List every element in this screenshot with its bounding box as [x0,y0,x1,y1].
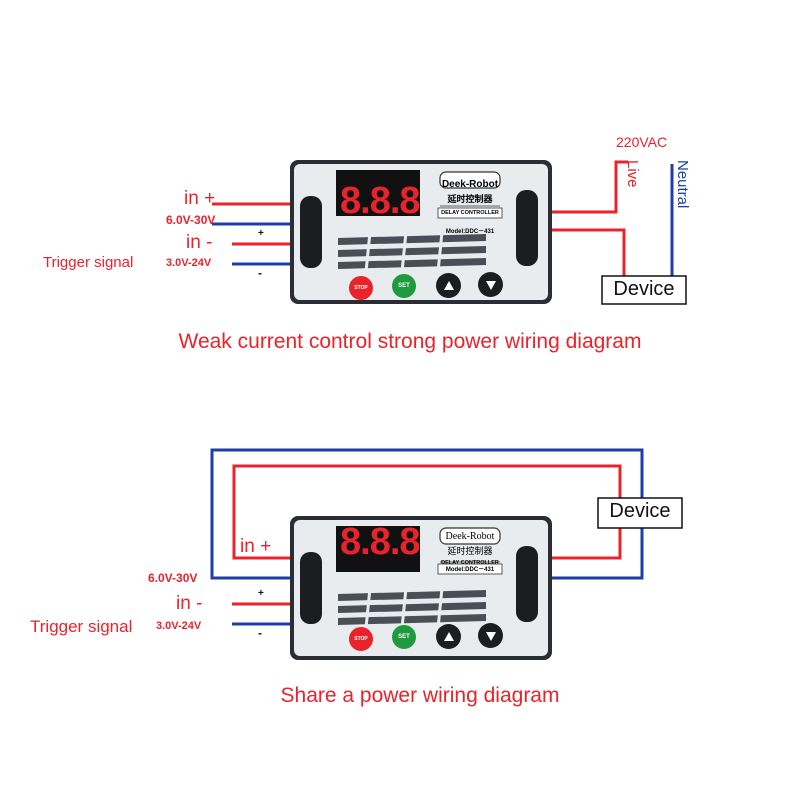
triangle-up-icon [443,280,454,290]
plus-mark-1: + [258,228,264,239]
segment-display: 8.8.8 [340,180,420,222]
label-trigger-voltage-2: 3.0V-24V [156,620,202,632]
diagram-2 [210,448,683,662]
module-1-face: 8.8.8 Deek-Robot 延时控制器 DELAY CONTROLLER [340,179,499,222]
label-trigger-2: Trigger signal [30,617,133,636]
wire-live-1 [548,160,628,214]
label-live: Live [624,160,641,188]
model-label-2: Model:DDC－431 [445,567,495,573]
wire-live-device-1 [548,228,626,280]
up-button-2[interactable] [436,624,461,649]
caption-diagram-1: Weak current control strong power wiring… [178,330,642,353]
triangle-down-icon [485,631,496,641]
minus-mark-1: - [258,266,262,280]
minus-mark-2: - [258,626,262,640]
label-trigger-1: Trigger signal [43,254,134,271]
brand-label: Deek-Robot [442,179,499,190]
plus-mark-2: + [258,588,264,599]
up-button-1[interactable] [436,273,461,298]
stop-button-2[interactable]: STOP [349,627,373,651]
set-button-1[interactable]: SET [392,274,416,298]
label-neutral: Neutral [674,160,691,209]
stop-button-1[interactable]: STOP [349,276,373,300]
label-in-plus-1: in + [184,188,216,209]
device-box-1 [601,275,687,305]
caption-diagram-2: Share a power wiring diagram [280,684,560,707]
label-220vac: 220VAC [616,134,668,150]
wire-shared-positive-2 [232,464,622,560]
segment-display-2: 8.8.8 [340,521,421,563]
down-button-1[interactable] [478,272,503,297]
label-power-voltage-2: 6.0V-30V [148,571,198,585]
wire-shared-negative-2 [210,448,644,580]
triangle-down-icon [485,280,496,290]
label-in-minus-1: in - [186,232,213,253]
label-in-minus-2: in - [176,593,203,614]
label-device-2: Device [609,500,671,522]
label-device-1: Device [613,278,675,300]
product-name-2: DELAY CONTROLLER [441,560,499,566]
label-in-plus-2: in + [240,536,272,557]
chinese-name-2: 延时控制器 [447,546,493,556]
device-box-2 [597,497,683,529]
brand-label-2: Deek-Robot [445,531,495,542]
diagram-1 [212,158,687,306]
down-button-2[interactable] [478,623,503,648]
label-trigger-voltage-1: 3.0V-24V [166,257,212,269]
triangle-up-icon [443,631,454,641]
product-name: DELAY CONTROLLER [441,210,499,216]
label-power-voltage-1: 6.0V-30V [166,213,216,227]
model-label-1: Model:DDC－431 [445,229,495,235]
set-button-2[interactable]: SET [392,625,416,649]
chinese-name: 延时控制器 [446,193,493,204]
